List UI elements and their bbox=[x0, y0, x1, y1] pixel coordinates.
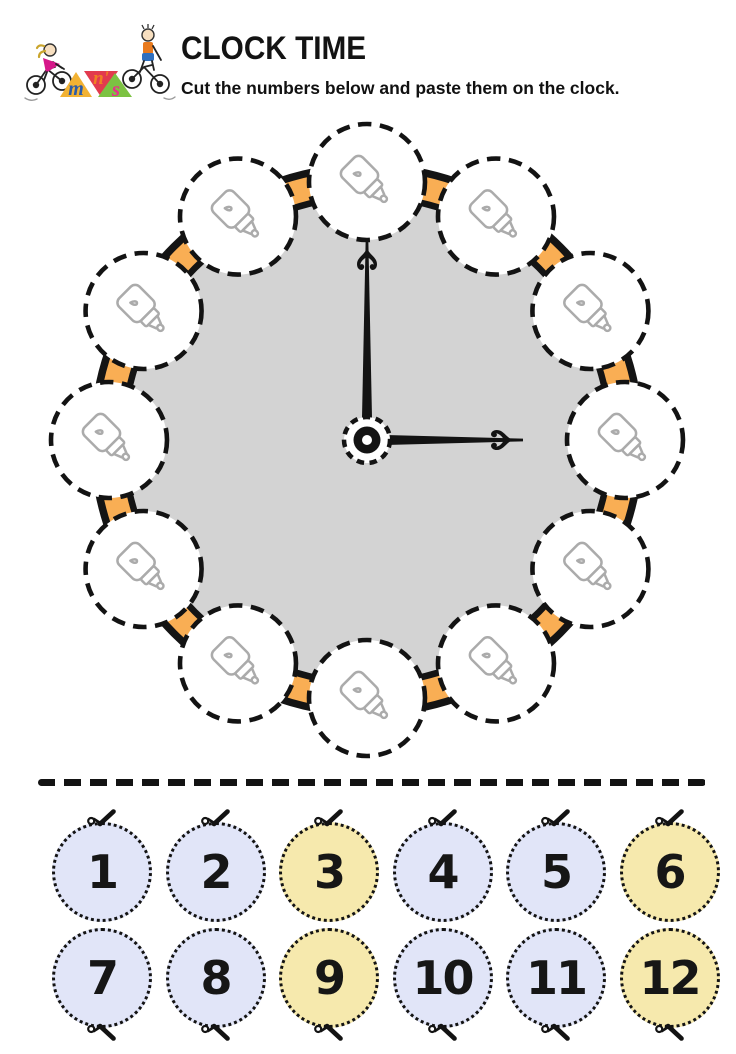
numbers-row-1: 1 2 3 4 5 6 bbox=[52, 809, 720, 922]
scissors-icon bbox=[654, 809, 684, 827]
number-circle-7: 7 bbox=[52, 928, 152, 1041]
minute-hand bbox=[361, 238, 373, 442]
mns-kids-on-bikes-logo: m n' s bbox=[24, 24, 176, 101]
number-circle-6: 6 bbox=[619, 809, 720, 922]
clock-svg bbox=[48, 121, 686, 759]
svg-text:n': n' bbox=[93, 68, 109, 89]
numbers-row-2: 7 8 9 10 11 12 bbox=[52, 928, 720, 1041]
number-label: 4 bbox=[427, 845, 459, 899]
scissors-icon bbox=[541, 1023, 570, 1041]
scissors-icon bbox=[314, 1023, 343, 1041]
number-label: 6 bbox=[654, 845, 686, 899]
svg-text:m: m bbox=[68, 78, 84, 100]
number-circle-2: 2 bbox=[165, 809, 266, 922]
scissors-icon bbox=[200, 1023, 230, 1041]
paste-slots-group bbox=[48, 121, 686, 759]
boy-on-bike-art bbox=[122, 64, 176, 100]
number-label: 11 bbox=[525, 951, 588, 1005]
clock-center-dot bbox=[362, 435, 372, 445]
number-label: 1 bbox=[86, 845, 119, 899]
girl-art bbox=[35, 43, 65, 81]
scissors-icon bbox=[314, 809, 343, 827]
number-circle-3: 3 bbox=[279, 809, 379, 922]
scissors-icon bbox=[541, 809, 570, 827]
number-circle-11: 11 bbox=[506, 928, 606, 1041]
number-label: 10 bbox=[412, 951, 474, 1005]
number-circle-4: 4 bbox=[392, 809, 493, 922]
number-label: 7 bbox=[86, 951, 119, 1005]
scissors-icon bbox=[427, 809, 457, 827]
number-circle-5: 5 bbox=[506, 809, 606, 922]
number-label: 8 bbox=[200, 951, 232, 1005]
number-label: 3 bbox=[313, 845, 346, 899]
hour-hand bbox=[367, 434, 523, 446]
boy-art bbox=[139, 24, 162, 73]
cut-line bbox=[38, 779, 706, 786]
scissors-icon bbox=[87, 1023, 116, 1041]
number-circle-10: 10 bbox=[392, 928, 493, 1041]
number-label: 9 bbox=[313, 951, 346, 1005]
number-circle-8: 8 bbox=[165, 928, 266, 1041]
scissors-icon bbox=[427, 1023, 457, 1041]
scissors-icon bbox=[200, 809, 230, 827]
clock-hands bbox=[341, 238, 523, 466]
number-label: 5 bbox=[540, 845, 573, 899]
scissors-icon bbox=[654, 1023, 684, 1041]
number-label: 2 bbox=[200, 845, 232, 899]
page-title: CLOCK TIME bbox=[181, 30, 367, 66]
number-circle-9: 9 bbox=[279, 928, 379, 1041]
number-circle-12: 12 bbox=[619, 928, 720, 1041]
svg-text:s: s bbox=[111, 77, 120, 101]
instructions-text: Cut the numbers below and paste them on … bbox=[181, 78, 620, 98]
mns-letters-triangles: m n' s bbox=[60, 68, 132, 101]
number-circle-1: 1 bbox=[52, 809, 152, 922]
scissors-icon bbox=[87, 809, 116, 827]
number-label: 12 bbox=[639, 951, 701, 1005]
